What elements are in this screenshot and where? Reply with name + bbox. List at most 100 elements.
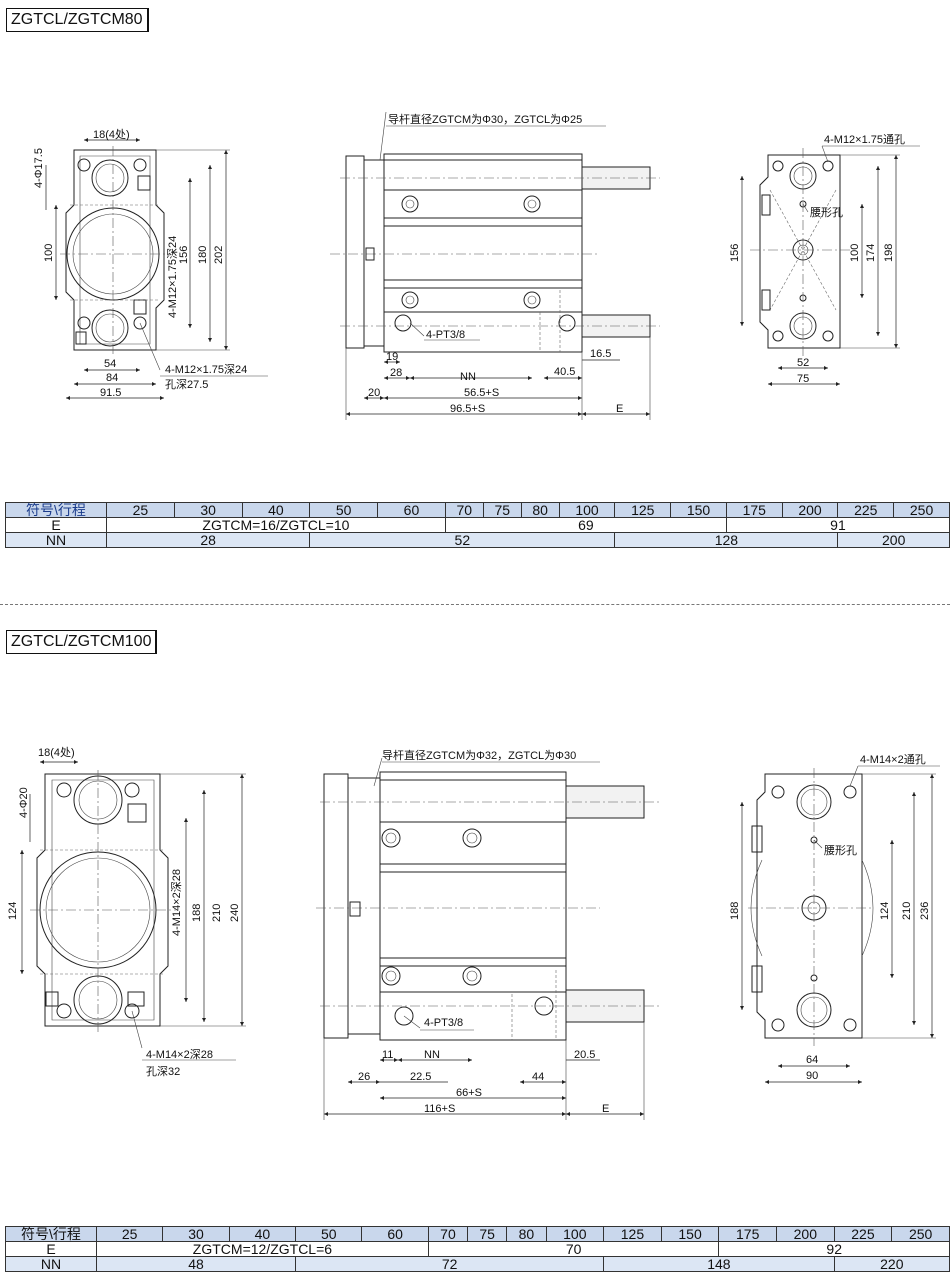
table-cell: 175 bbox=[718, 1226, 778, 1242]
dim-66: 66+S bbox=[456, 1087, 482, 1099]
front-view-80 bbox=[45, 137, 268, 401]
note-port: 4-PT3/8 bbox=[426, 329, 465, 341]
table-cell: 25 bbox=[95, 1226, 164, 1242]
table-row: NN 28 52 128 200 bbox=[5, 532, 950, 548]
table-cell: 69 bbox=[444, 517, 727, 533]
table-cell: 220 bbox=[833, 1256, 950, 1272]
table-row: E ZGTCM=16/ZGTCL=10 69 91 bbox=[5, 517, 950, 533]
end-dim-236: 236 bbox=[919, 902, 931, 920]
end-view-100 bbox=[739, 765, 940, 1085]
note-hole-depth: 孔深32 bbox=[146, 1065, 180, 1078]
table-cell: 72 bbox=[295, 1256, 605, 1272]
table-cell: 75 bbox=[467, 1226, 508, 1242]
section1-title: ZGTCL/ZGTCM80 bbox=[6, 8, 149, 32]
note-side-tap: 4-M12×1.75深24 bbox=[166, 236, 179, 318]
side-view-80 bbox=[330, 111, 660, 420]
end-dim-64: 64 bbox=[806, 1054, 818, 1066]
table-cell: ZGTCM=16/ZGTCL=10 bbox=[106, 517, 446, 533]
note-port: 4-PT3/8 bbox=[424, 1017, 463, 1029]
dim-124: 124 bbox=[7, 902, 19, 920]
table-cell: 250 bbox=[891, 1226, 950, 1242]
end-dim-90: 90 bbox=[806, 1070, 818, 1082]
table-cell: 80 bbox=[520, 502, 560, 518]
table-cell: 80 bbox=[506, 1226, 547, 1242]
note-tap-through: 4-M14×2通孔 bbox=[860, 753, 926, 766]
table-cell: 250 bbox=[893, 502, 950, 518]
dim-188: 188 bbox=[191, 904, 203, 922]
table-cell: 150 bbox=[670, 502, 727, 518]
end-dim-124: 124 bbox=[879, 902, 891, 920]
end-dim-75: 75 bbox=[797, 373, 809, 385]
end-view-80 bbox=[739, 145, 920, 387]
table-row: 符号\行程 25 30 40 50 60 70 75 80 100 125 15… bbox=[5, 502, 950, 518]
table-cell: 200 bbox=[837, 532, 950, 548]
dim-22: 22.5 bbox=[410, 1071, 431, 1083]
table-cell: 50 bbox=[295, 1226, 363, 1242]
table-cell: 40 bbox=[241, 502, 311, 518]
end-dim-156: 156 bbox=[729, 244, 741, 262]
table-cell: 40 bbox=[228, 1226, 297, 1242]
table-cell: ZGTCM=12/ZGTCL=6 bbox=[96, 1241, 429, 1257]
dim-18: 18(4处) bbox=[93, 128, 130, 141]
table-cell: 60 bbox=[377, 502, 446, 518]
dim-44: 44 bbox=[532, 1071, 544, 1083]
note-side-tap: 4-M14×2深28 bbox=[170, 869, 183, 936]
table-row: E ZGTCM=12/ZGTCL=6 70 92 bbox=[5, 1241, 950, 1257]
dim-96: 96.5+S bbox=[450, 403, 485, 415]
dim-156: 156 bbox=[178, 246, 190, 264]
table-cell: 91 bbox=[725, 517, 950, 533]
dim-202: 202 bbox=[213, 246, 225, 264]
dim-nn: NN bbox=[460, 371, 476, 383]
dim-20: 20.5 bbox=[574, 1049, 595, 1061]
table-cell: 60 bbox=[361, 1226, 429, 1242]
front-view-100 bbox=[19, 759, 246, 1061]
spec-table-100: 符号\行程 25 30 40 50 60 70 75 80 100 125 15… bbox=[5, 1226, 950, 1272]
dim-26: 26 bbox=[358, 1071, 370, 1083]
table-cell: 30 bbox=[173, 502, 243, 518]
end-dim-188: 188 bbox=[729, 902, 741, 920]
dim-19: 19 bbox=[386, 351, 398, 363]
side-view-100 bbox=[316, 757, 660, 1120]
dim-nn: NN bbox=[424, 1049, 440, 1061]
note-slot: 腰形孔 bbox=[824, 844, 857, 857]
table-cell: 100 bbox=[545, 1226, 605, 1242]
spec-table-80: 符号\行程 25 30 40 50 60 70 75 80 100 125 15… bbox=[5, 502, 950, 548]
table-cell: 100 bbox=[558, 502, 616, 518]
table-cell: 30 bbox=[162, 1226, 230, 1242]
end-dim-174: 174 bbox=[865, 244, 877, 262]
table-cell: 50 bbox=[309, 502, 379, 518]
dim-56: 56.5+S bbox=[464, 387, 499, 399]
section2-drawings: 18(4处) 4-Φ20 124 4-M14×2深28 188 210 240 … bbox=[7, 746, 940, 1120]
end-dim-100: 100 bbox=[849, 244, 861, 262]
section2-title: ZGTCL/ZGTCM100 bbox=[6, 630, 158, 654]
note-guide-rod: 导杆直径ZGTCM为Φ32，ZGTCL为Φ30 bbox=[382, 748, 576, 762]
dim-180: 180 bbox=[197, 246, 209, 264]
dim-phi: 4-Φ17.5 bbox=[33, 148, 45, 188]
end-dim-198: 198 bbox=[883, 244, 895, 262]
table-cell: 70 bbox=[427, 1226, 469, 1242]
table-cell: 225 bbox=[837, 502, 895, 518]
dim-20: 20 bbox=[368, 387, 380, 399]
section1-drawings: 18(4处) 4-Φ17.5 100 4-M12×1.75深24 156 180… bbox=[33, 111, 920, 420]
end-dim-210: 210 bbox=[901, 902, 913, 920]
table-cell: 52 bbox=[309, 532, 616, 548]
dim-91: 91.5 bbox=[100, 387, 121, 399]
note-slot: 腰形孔 bbox=[810, 206, 843, 219]
table-cell: NN bbox=[5, 1256, 97, 1272]
dim-phi: 4-Φ20 bbox=[18, 787, 30, 818]
dim-11: 11 bbox=[382, 1049, 393, 1061]
dim-28: 28 bbox=[390, 367, 402, 379]
table-cell: 148 bbox=[603, 1256, 835, 1272]
dim-e: E bbox=[602, 1103, 609, 1115]
table-row: NN 48 72 148 220 bbox=[5, 1256, 950, 1272]
table-cell: 70 bbox=[444, 502, 484, 518]
dim-54: 54 bbox=[104, 358, 116, 370]
dim-240: 240 bbox=[229, 904, 241, 922]
dim-e: E bbox=[616, 403, 623, 415]
dim-16: 16.5 bbox=[590, 348, 611, 360]
table-cell: 200 bbox=[776, 1226, 835, 1242]
table-cell: NN bbox=[5, 532, 107, 548]
dim-40: 40.5 bbox=[554, 366, 575, 378]
table-cell: 150 bbox=[660, 1226, 720, 1242]
table-row: 符号\行程 25 30 40 50 60 70 75 80 100 125 15… bbox=[5, 1226, 950, 1242]
